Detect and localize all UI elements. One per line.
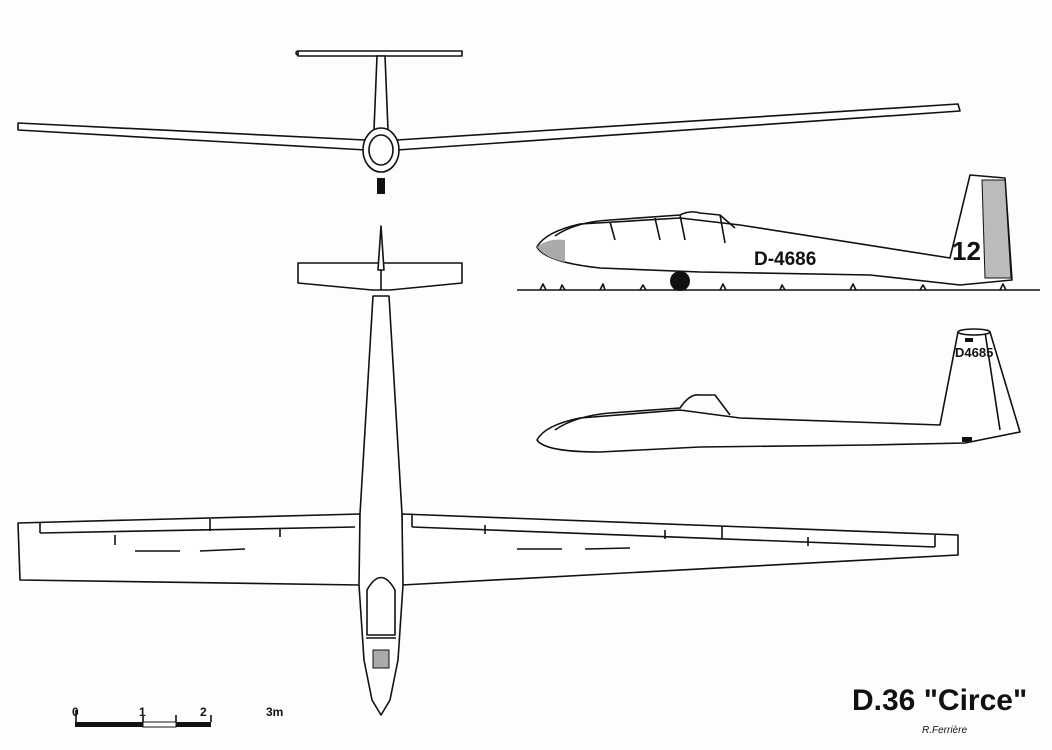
plan-hatched-panel xyxy=(372,649,390,669)
side-view-lower: D4685 xyxy=(536,328,1021,453)
plan-right-wing xyxy=(401,513,959,586)
front-canopy xyxy=(368,134,394,166)
drawing-title: D.36 "Circe" xyxy=(852,684,1027,717)
scale-label-1: 1 xyxy=(139,705,146,719)
author-signature: R.Ferrière xyxy=(922,725,967,736)
front-tailplane xyxy=(297,50,463,57)
side-view-upper: D-4686 12 xyxy=(517,174,1040,291)
scale-label-0: 0 xyxy=(72,705,79,719)
plan-spoilers xyxy=(114,525,809,552)
upper-rudder xyxy=(981,179,1012,279)
front-right-wing xyxy=(396,103,961,151)
front-left-wing xyxy=(17,122,367,151)
plan-fin xyxy=(377,225,385,271)
lower-tail-skid xyxy=(962,437,972,442)
plan-view xyxy=(17,225,959,716)
plan-canopy xyxy=(366,576,396,636)
front-fin xyxy=(373,55,389,131)
plan-left-wing xyxy=(17,513,361,586)
front-view xyxy=(17,50,961,194)
upper-nose-hatch xyxy=(537,239,565,262)
lower-fin-light xyxy=(965,338,973,342)
front-wheel xyxy=(377,178,385,194)
scale-label-3: 3m xyxy=(266,705,283,719)
lower-fuselage xyxy=(536,331,1021,453)
fin-number: 12 xyxy=(952,236,981,266)
scale-bar: 0 1 2 3m xyxy=(72,705,283,728)
plan-tailplane xyxy=(297,262,463,291)
upper-registration: D-4686 xyxy=(754,249,816,270)
scale-label-2: 2 xyxy=(200,705,207,719)
upper-wheel xyxy=(670,271,690,291)
lower-registration: D4685 xyxy=(955,345,993,360)
